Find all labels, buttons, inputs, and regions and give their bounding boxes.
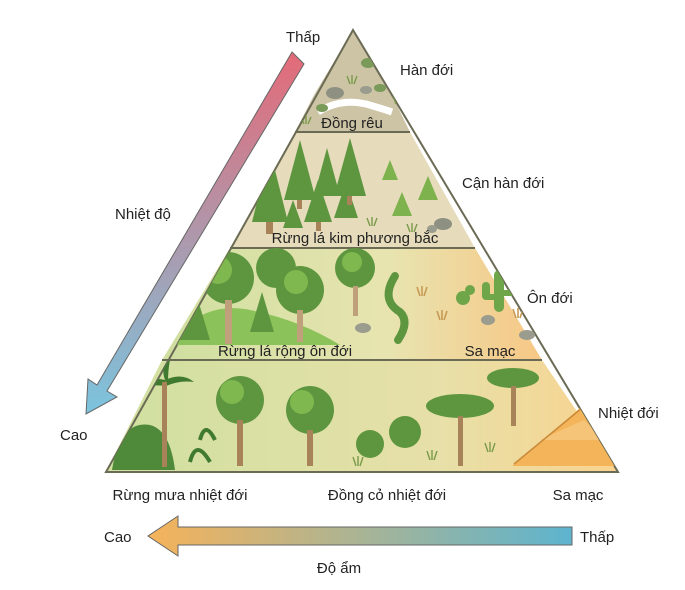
tundra-scene	[300, 58, 404, 125]
humidity-high-label: Cao	[104, 529, 132, 546]
zone-temperate: Ôn đới	[527, 290, 573, 307]
zone-tropical: Nhiệt đới	[598, 405, 659, 422]
zone-subpolar: Cận hàn đới	[462, 175, 544, 192]
label-tundra: Đồng rêu	[321, 115, 383, 132]
humidity-arrow-shape	[147, 515, 573, 557]
humidity-low-label: Thấp	[580, 529, 614, 546]
humidity-arrow: Cao Thấp Độ ẩm	[104, 515, 614, 577]
temperature-arrow: Thấp Nhiệt độ Cao	[60, 29, 320, 444]
zone-polar: Hàn đới	[400, 62, 453, 79]
temperature-arrow-shape	[85, 51, 305, 415]
biome-illustrations	[112, 58, 618, 470]
tropical-scene	[112, 360, 618, 470]
taiga-scene	[252, 138, 452, 234]
label-taiga: Rừng lá kim phương bắc	[272, 230, 439, 247]
zone-labels: Hàn đới Cận hàn đới Ôn đới Nhiệt đới	[400, 62, 659, 422]
temperature-axis-label: Nhiệt độ	[115, 206, 171, 223]
label-tropical-desert: Sa mạc	[553, 487, 604, 504]
label-temperate-forest: Rừng lá rộng ôn đới	[218, 343, 352, 360]
humidity-axis-label: Độ ẩm	[317, 560, 361, 577]
label-savanna: Đồng cỏ nhiệt đới	[328, 487, 446, 504]
temperature-low-label: Thấp	[286, 29, 320, 46]
label-tropical-rainforest: Rừng mưa nhiệt đới	[113, 487, 248, 504]
temperature-high-label: Cao	[60, 427, 88, 444]
label-temperate-desert: Sa mạc	[465, 343, 516, 360]
biome-labels: Đồng rêu Rừng lá kim phương bắc Rừng lá …	[218, 115, 516, 360]
bottom-labels: Rừng mưa nhiệt đới Đồng cỏ nhiệt đới Sa …	[113, 487, 604, 504]
